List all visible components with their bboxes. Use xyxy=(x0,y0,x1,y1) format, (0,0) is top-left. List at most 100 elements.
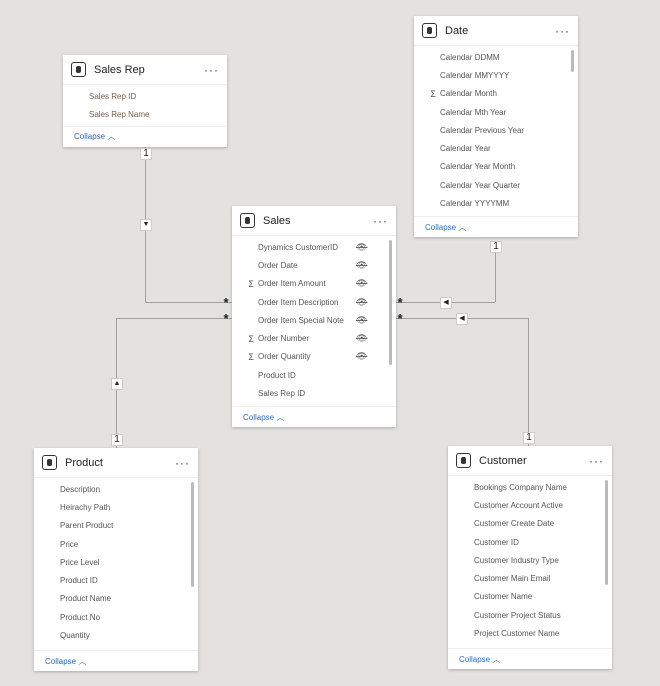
field-item[interactable]: Calendar MMYYYY xyxy=(414,66,578,84)
eye-slash-icon[interactable]: 👁︎ xyxy=(356,296,368,307)
field-item[interactable]: Description xyxy=(34,480,198,498)
table-card-sales[interactable]: Sales ··· Dynamics CustomerID 👁︎ Order D… xyxy=(232,206,396,427)
field-item[interactable]: Price Level xyxy=(34,553,198,571)
more-options-button[interactable]: ··· xyxy=(373,213,388,228)
field-name: Calendar MMYYYY xyxy=(440,70,510,80)
table-header[interactable]: Date ··· xyxy=(414,16,578,46)
field-item[interactable]: Calendar DDMM xyxy=(414,48,578,66)
field-item[interactable]: Order Item Description 👁︎ xyxy=(232,293,396,311)
field-item[interactable]: Calendar Year Month xyxy=(414,158,578,176)
field-item[interactable]: Σ Order Quantity 👁︎ xyxy=(232,348,396,366)
field-item[interactable]: Order Date 👁︎ xyxy=(232,256,396,274)
field-name: Bookings Company Name xyxy=(474,482,567,492)
field-item[interactable]: Project Customer Name xyxy=(448,624,612,642)
chevron-up-icon: ︿ xyxy=(107,132,116,142)
collapse-button[interactable]: Collapse ︿ xyxy=(448,648,612,669)
field-list[interactable]: Description Heirachy Path Parent Product… xyxy=(34,478,198,650)
field-name: Order Date xyxy=(258,260,298,270)
field-item[interactable]: Sales Rep Name xyxy=(63,105,227,123)
table-header[interactable]: Product ··· xyxy=(34,448,198,478)
scrollbar[interactable] xyxy=(191,482,194,587)
one-marker: 1 xyxy=(140,148,152,160)
field-name: Customer Account Active xyxy=(474,500,563,510)
more-options-button[interactable]: ··· xyxy=(204,62,219,77)
field-item[interactable]: Sales Rep ID xyxy=(63,87,227,105)
eye-slash-icon[interactable]: 👁︎ xyxy=(356,351,368,362)
field-item[interactable]: Product ID xyxy=(232,366,396,384)
table-card-customer[interactable]: Customer ··· Bookings Company Name Custo… xyxy=(448,446,612,669)
collapse-button[interactable]: Collapse ︿ xyxy=(232,406,396,427)
sigma-icon: Σ xyxy=(248,351,254,362)
field-name: Calendar Mth Year xyxy=(440,107,507,117)
field-item[interactable]: Customer Project Status xyxy=(448,606,612,624)
field-list[interactable]: Sales Rep ID Sales Rep Name xyxy=(63,85,227,126)
field-item[interactable]: Σ Order Item Amount 👁︎ xyxy=(232,275,396,293)
field-item[interactable]: Customer Account Active xyxy=(448,496,612,514)
field-name: Customer Main Email xyxy=(474,574,551,584)
field-item[interactable]: Sales Rep ID xyxy=(232,384,396,402)
field-name: Customer Name xyxy=(474,592,533,602)
field-item[interactable]: Product ID xyxy=(34,571,198,589)
table-title: Customer xyxy=(479,454,527,467)
field-item[interactable]: Calendar Year Quarter xyxy=(414,176,578,194)
field-item[interactable]: Order Item Special Note 👁︎ xyxy=(232,311,396,329)
field-list[interactable]: Dynamics CustomerID 👁︎ Order Date 👁︎ Σ O… xyxy=(232,236,396,406)
collapse-label: Collapse xyxy=(45,656,77,666)
field-item[interactable]: Product No xyxy=(34,608,198,626)
table-header[interactable]: Customer ··· xyxy=(448,446,612,476)
eye-slash-icon[interactable]: 👁︎ xyxy=(356,314,368,325)
field-item[interactable]: Customer Create Date xyxy=(448,515,612,533)
field-item[interactable]: Customer Name xyxy=(448,588,612,606)
field-item[interactable]: Customer ID xyxy=(448,533,612,551)
field-item[interactable]: Price xyxy=(34,535,198,553)
collapse-button[interactable]: Collapse ︿ xyxy=(63,125,227,147)
table-card-date[interactable]: Date ··· Calendar DDMM Calendar MMYYYY Σ… xyxy=(414,16,578,237)
table-header[interactable]: Sales Rep ··· xyxy=(63,55,227,85)
field-name: Product ID xyxy=(258,370,296,380)
filter-direction-left-icon: ◀ xyxy=(440,297,452,309)
filter-direction-up-icon: ▲ xyxy=(111,378,123,390)
chevron-up-icon: ︿ xyxy=(78,656,87,666)
field-name: Product ID xyxy=(60,576,98,586)
collapse-button[interactable]: Collapse ︿ xyxy=(34,650,198,671)
collapse-button[interactable]: Collapse ︿ xyxy=(414,216,578,237)
scrollbar[interactable] xyxy=(389,240,392,365)
field-name: Calendar YYYYMM xyxy=(440,199,510,209)
field-item[interactable]: Calendar Previous Year xyxy=(414,121,578,139)
field-item[interactable]: Product Name xyxy=(34,590,198,608)
field-item[interactable]: Calendar Mth Year xyxy=(414,103,578,121)
field-item[interactable]: Customer Main Email xyxy=(448,569,612,587)
field-item[interactable]: Σ Order Number 👁︎ xyxy=(232,329,396,347)
more-options-button[interactable]: ··· xyxy=(589,453,604,468)
chevron-up-icon: ︿ xyxy=(458,222,467,232)
field-name: Price Level xyxy=(60,557,100,567)
scrollbar[interactable] xyxy=(605,480,608,585)
field-list[interactable]: Calendar DDMM Calendar MMYYYY Σ Calendar… xyxy=(414,46,578,216)
more-options-button[interactable]: ··· xyxy=(555,23,570,38)
field-item[interactable]: Calendar Year xyxy=(414,139,578,157)
field-item[interactable]: Parent Product xyxy=(34,517,198,535)
eye-slash-icon[interactable]: 👁︎ xyxy=(356,333,368,344)
table-card-product[interactable]: Product ··· Description Heirachy Path Pa… xyxy=(34,448,198,671)
scrollbar[interactable] xyxy=(571,50,574,72)
eye-slash-icon[interactable]: 👁︎ xyxy=(356,259,368,270)
field-item[interactable]: Σ Calendar Month xyxy=(414,85,578,103)
field-name: Order Item Special Note xyxy=(258,315,344,325)
table-card-salesrep[interactable]: Sales Rep ··· Sales Rep ID Sales Rep Nam… xyxy=(63,55,227,147)
eye-slash-icon[interactable]: 👁︎ xyxy=(356,278,368,289)
field-item[interactable]: Quantity xyxy=(34,626,198,644)
field-list[interactable]: Bookings Company Name Customer Account A… xyxy=(448,476,612,648)
field-name: Customer Industry Type xyxy=(474,555,559,565)
filter-direction-down-icon: ▼ xyxy=(140,219,152,231)
many-marker: * xyxy=(397,311,403,326)
more-options-button[interactable]: ··· xyxy=(175,455,190,470)
chevron-up-icon: ︿ xyxy=(492,654,501,664)
field-item[interactable]: Dynamics CustomerID 👁︎ xyxy=(232,238,396,256)
table-title: Product xyxy=(65,456,103,469)
field-item[interactable]: Customer Industry Type xyxy=(448,551,612,569)
field-item[interactable]: Calendar YYYYMM xyxy=(414,194,578,212)
eye-slash-icon[interactable]: 👁︎ xyxy=(356,241,368,252)
field-item[interactable]: Heirachy Path xyxy=(34,498,198,516)
table-header[interactable]: Sales ··· xyxy=(232,206,396,236)
field-item[interactable]: Bookings Company Name xyxy=(448,478,612,496)
